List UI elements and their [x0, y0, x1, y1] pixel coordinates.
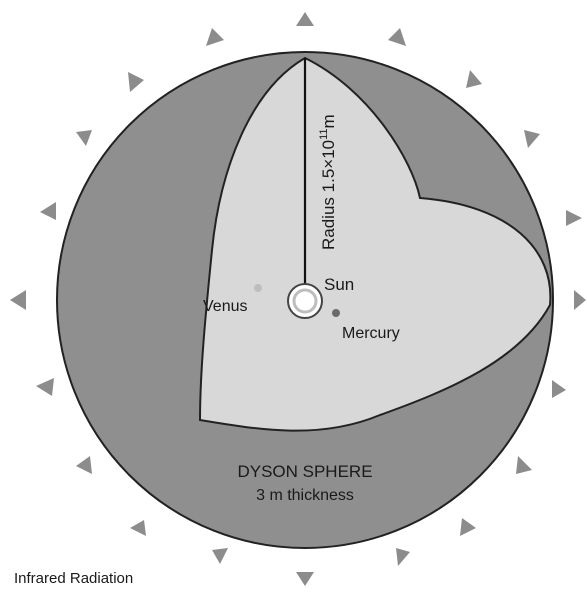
- radiation-arrow: [76, 130, 92, 146]
- radiation-arrow: [524, 130, 540, 148]
- radiation-arrow: [466, 70, 482, 88]
- radiation-arrow: [212, 548, 228, 564]
- radiation-arrow: [574, 290, 586, 310]
- radiation-arrow: [206, 28, 224, 46]
- radiation-arrow: [296, 572, 314, 586]
- sun-core: [300, 296, 310, 306]
- radiation-arrow: [130, 520, 146, 536]
- radiation-arrow: [296, 12, 314, 26]
- venus-planet: [254, 284, 262, 292]
- mercury-planet: [332, 309, 340, 317]
- sphere-title: DYSON SPHERE: [237, 462, 372, 481]
- radiation-arrow: [10, 290, 26, 310]
- radiation-arrow: [128, 72, 144, 92]
- radiation-arrow: [388, 28, 406, 46]
- radiation-arrow: [396, 548, 410, 566]
- sphere-thickness: 3 m thickness: [256, 487, 354, 504]
- radiation-label: Infrared Radiation: [14, 570, 133, 587]
- radiation-arrow: [36, 378, 54, 396]
- venus-label: Venus: [203, 298, 247, 315]
- radiation-arrow: [516, 456, 532, 474]
- radiation-arrow: [566, 210, 582, 226]
- radiation-arrow: [552, 380, 566, 398]
- mercury-label: Mercury: [342, 325, 400, 342]
- radiation-arrow: [40, 202, 56, 220]
- sun-label: Sun: [324, 275, 354, 294]
- radiation-arrow: [460, 518, 476, 536]
- radiation-arrow: [76, 456, 92, 474]
